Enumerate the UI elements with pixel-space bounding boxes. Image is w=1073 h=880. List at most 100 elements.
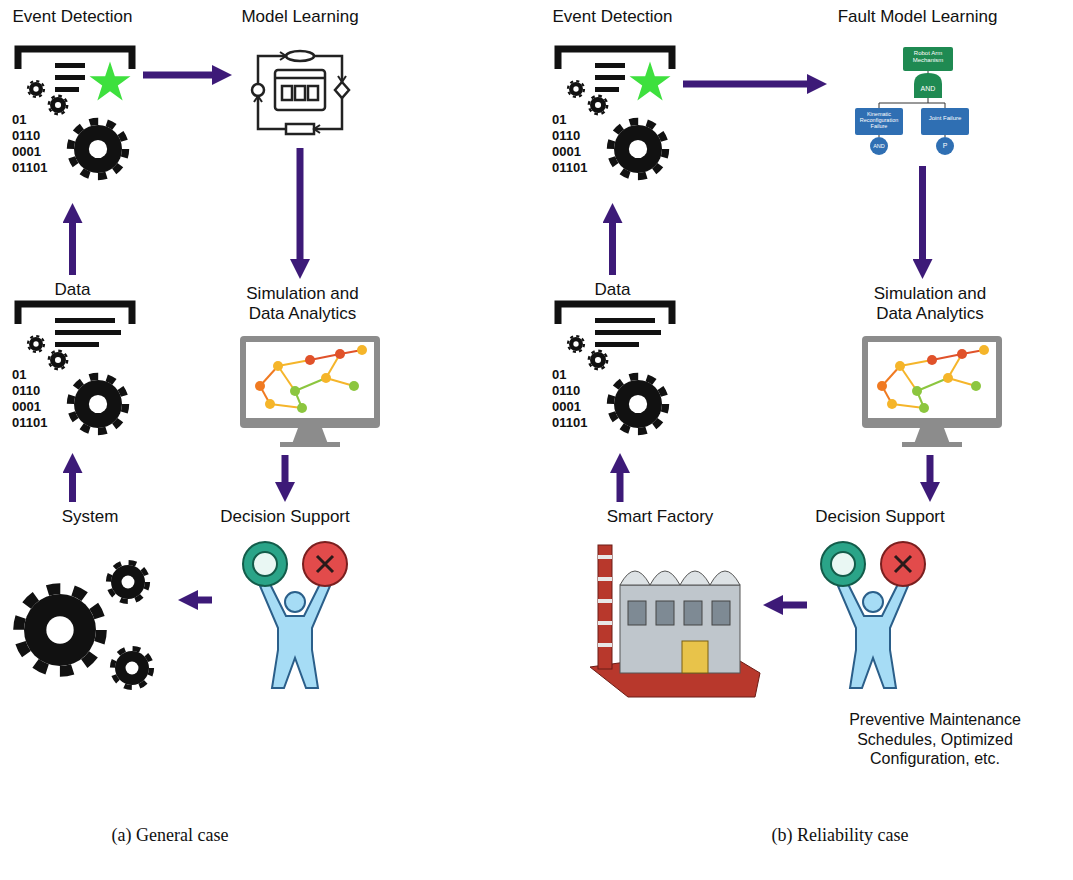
gear-teeth [610, 376, 665, 431]
binary-digits: 01101 [552, 416, 596, 430]
gear-body [29, 337, 43, 351]
graph-dot [297, 403, 307, 413]
graph-dot [357, 345, 367, 355]
graph-dot [912, 386, 922, 396]
gear-icon [49, 351, 67, 369]
no-cross [895, 556, 911, 572]
person-head [863, 592, 883, 612]
document-line [55, 318, 115, 323]
chimney-stripe [598, 643, 612, 647]
node-title: Event Detection [5, 7, 140, 27]
gear-teeth [108, 562, 147, 601]
gear-body [614, 380, 662, 428]
cycle-arrow [314, 56, 342, 82]
graph-dot [321, 373, 331, 383]
monitor-icon [862, 336, 1002, 447]
fault-top-event [903, 47, 953, 71]
binary-digits: 0001 [552, 400, 596, 414]
process-node: Simulation and Data Analytics [215, 282, 390, 452]
fault-basic-event [870, 137, 888, 155]
decision-icon [821, 542, 925, 688]
node-title: Data [545, 280, 680, 300]
fault-tree-text: Joint Failure [921, 115, 969, 122]
node-note: Preventive Maintenance Schedules, Optimi… [810, 710, 1060, 768]
process-node: Decision SupportPreventive Maintenance S… [810, 505, 1060, 770]
yes-ring [831, 552, 855, 576]
binary-digits: 01101 [552, 161, 596, 175]
factory-hall [620, 585, 740, 673]
yes-paddle [821, 542, 865, 586]
cycle-ellipse [286, 51, 314, 61]
node-title: Fault Model Learning [830, 7, 1005, 27]
process-node: Model Learning [235, 5, 365, 145]
gear-icon [19, 589, 102, 672]
cycle-rect [286, 124, 314, 134]
node-title: System [5, 507, 175, 527]
node-title: Event Detection [545, 7, 680, 27]
flow-arrow [609, 223, 616, 275]
monitor-stand [914, 428, 950, 444]
cycle-arrow [258, 56, 286, 84]
graph-dot [887, 399, 897, 409]
figure-caption: (b) Reliability case [720, 826, 960, 846]
flow-arrow [69, 223, 76, 275]
no-cross [317, 556, 333, 572]
node-title: Model Learning [235, 7, 365, 27]
fault-tree-text: Kinematic Reconfiguration Failure [855, 111, 903, 129]
flow-arrow [143, 72, 212, 79]
document-line [55, 330, 121, 335]
document-line [595, 342, 639, 347]
graph-dot [255, 381, 265, 391]
gear-teeth [49, 96, 67, 114]
gear-icon [589, 351, 607, 369]
gear-body [569, 82, 583, 96]
gear-icon [70, 121, 125, 176]
flow-arrow [683, 81, 807, 88]
fault-tree-text: Robot Arm Mechanism [904, 50, 952, 63]
chimney-stripe [598, 621, 612, 625]
graph-dot [979, 345, 989, 355]
gear-hole [89, 395, 107, 413]
factory-icon [590, 545, 760, 697]
binary-digits: 01101 [12, 161, 56, 175]
graph-dot [290, 386, 300, 396]
node-title: Smart Factory [560, 507, 760, 527]
gear-body [590, 97, 606, 113]
flow-arrow [297, 148, 304, 259]
document-line [595, 330, 661, 335]
binary-digits: 0110 [552, 129, 596, 143]
person-figure [260, 584, 330, 688]
document-line [595, 87, 619, 92]
and-gate [914, 73, 942, 98]
chimney-stripe [598, 577, 612, 581]
flow-arrow [282, 455, 289, 482]
node-title: Data [5, 280, 140, 300]
gear-hole [55, 102, 61, 108]
monitor-screen [246, 342, 374, 418]
gear-teeth [610, 121, 665, 176]
document-line [595, 63, 625, 68]
cycle-head [254, 96, 262, 102]
binary-digits: 01 [552, 368, 596, 382]
person-head [285, 592, 305, 612]
monitor-stand [292, 428, 328, 444]
gear-body [50, 97, 66, 113]
node-title: Simulation and Data Analytics [233, 284, 373, 325]
binary-digits: 0110 [12, 129, 56, 143]
binary-digits: 01 [12, 368, 56, 382]
window-cell [282, 86, 292, 100]
gear-body [50, 352, 66, 368]
gear-teeth [568, 81, 584, 97]
binary-digits: 0110 [552, 384, 596, 398]
gear-hole [629, 395, 647, 413]
no-paddle [303, 542, 347, 586]
process-node: Decision Support [215, 505, 355, 695]
gear-hole [33, 341, 38, 346]
factory-window [628, 601, 646, 625]
document-frame [558, 304, 672, 324]
system-gears [19, 562, 152, 687]
gear-teeth [70, 121, 125, 176]
factory-chimney [598, 545, 612, 669]
gear-icon [112, 648, 151, 687]
